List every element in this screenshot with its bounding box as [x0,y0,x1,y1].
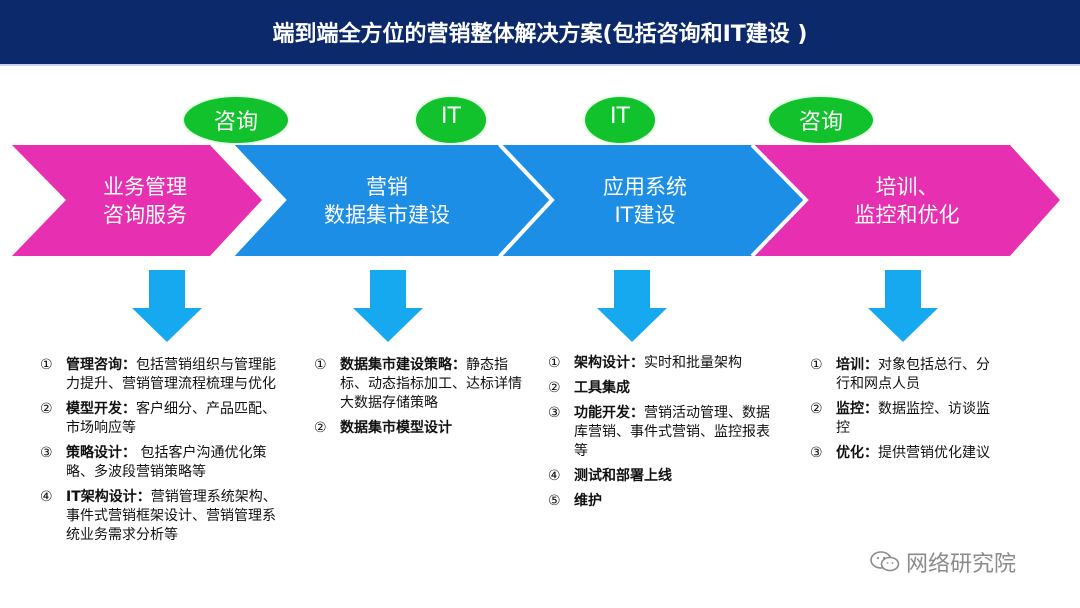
item-heading: 功能开发： [574,405,644,421]
stage-1-line2: 咨询服务 [103,203,187,227]
item-number: ① [810,357,823,373]
stage-chevron-1 [12,145,262,256]
list-item: ② 模型开发：客户细分、产品匹配、市场响应等 [40,400,288,438]
item-number: ③ [810,445,823,461]
list-item: ③ 策略设计： 包括客户沟通优化策略、多波段营销策略等 [40,444,288,482]
item-heading: 管理咨询： [66,357,136,373]
stage-2-line1: 营销 [366,175,408,199]
list-item: ④ IT架构设计：营销管理系统架构、事件式营销框架设计、营销管理系统业务需求分析… [40,488,288,545]
stage-4-line2: 监控和优化 [854,203,960,227]
badge-consult-1-shape [182,95,290,145]
list-item: ③ 功能开发：营销活动管理、数据库营销、事件式营销、监控报表等 [548,404,774,461]
item-text: 静态指标、动态指标加工、达标详情大数据存储策略 [340,357,522,411]
list-item: ① 架构设计：实时和批量架构 [548,354,774,373]
item-text: 包括营销组织与管理能力提升、营销管理流程梳理与优化 [66,357,276,392]
stage-chevron-4 [752,145,1060,256]
list-item: ③ 优化：提供营销优化建议 [810,444,996,463]
badge-it-2-shape [583,95,657,145]
stage-1-line1: 业务管理 [103,175,187,199]
item-text: 数据监控、访谈监控 [836,401,990,436]
stage-chevron-2 [232,145,552,256]
item-number: ① [314,357,327,373]
item-heading: 工具集成 [574,380,630,396]
item-heading: 数据集市模型设计 [340,420,452,436]
item-number: ③ [40,445,53,461]
stage-3-line2: IT建设 [614,203,676,227]
item-heading: IT架构设计： [66,489,151,505]
column-1-list: ① 管理咨询：包括营销组织与管理能力提升、营销管理流程梳理与优化 ② 模型开发：… [40,356,288,551]
item-heading: 模型开发： [66,401,136,417]
column-4-list: ① 培训：对象包括总行、分行和网点人员 ② 监控：数据监控、访谈监控 ③ 优化：… [810,356,996,469]
wechat-icon [870,551,900,572]
item-text: 对象包括总行、分行和网点人员 [836,357,990,392]
watermark: 网络研究院 [870,546,1016,578]
watermark-text: 网络研究院 [906,552,1017,577]
stage-3-line1: 应用系统 [603,175,687,199]
down-arrow-3 [597,270,667,342]
item-number: ② [548,380,561,396]
down-arrow-2 [353,270,423,342]
column-3-list: ① 架构设计：实时和批量架构 ② 工具集成 ③ 功能开发：营销活动管理、数据库营… [548,354,774,517]
item-text: 包括客户沟通优化策略、多波段营销策略等 [66,445,267,480]
item-text: 提供营销优化建议 [878,445,990,461]
item-text: 实时和批量架构 [644,355,742,371]
item-text: 营销活动管理、数据库营销、事件式营销、监控报表等 [574,405,770,459]
stage-2-label: 营销 数据集市建设 [292,173,482,229]
item-number: ④ [548,468,561,484]
badge-it-1-shape [414,95,488,145]
stage-2-line2: 数据集市建设 [324,203,450,227]
list-item: ① 培训：对象包括总行、分行和网点人员 [810,356,996,394]
list-item: ② 工具集成 [548,379,774,398]
item-heading: 优化： [836,445,878,461]
list-item: ② 数据集市模型设计 [314,419,524,438]
item-heading: 维护 [574,493,602,509]
badge-consult-2-shape [767,95,875,145]
item-number: ④ [40,489,53,505]
separator-2 [498,143,555,258]
item-number: ③ [548,405,561,421]
item-heading: 数据集市建设策略： [340,357,466,373]
stage-4-label: 培训、 监控和优化 [822,173,992,229]
column-2-list: ① 数据集市建设策略：静态指标、动态指标加工、达标详情大数据存储策略 ② 数据集… [314,356,524,444]
page-title: 端到端全方位的营销整体解决方案(包括咨询和IT建设 ) [272,22,808,47]
item-number: ⑤ [548,493,561,509]
stage-4-line1: 培训、 [875,175,939,199]
list-item: ② 监控：数据监控、访谈监控 [810,400,996,438]
header-bar: 端到端全方位的营销整体解决方案(包括咨询和IT建设 ) [0,0,1080,64]
stage-3-label: 应用系统 IT建设 [560,173,730,229]
stage-chevron-3 [500,145,806,256]
item-number: ② [40,401,53,417]
item-number: ① [40,357,53,373]
stage-1-label: 业务管理 咨询服务 [70,173,220,229]
item-number: ② [810,401,823,417]
item-heading: 测试和部署上线 [574,468,672,484]
list-item: ⑤ 维护 [548,492,774,511]
item-number: ① [548,355,561,371]
down-arrow-1 [132,270,202,342]
item-text: 客户细分、产品匹配、市场响应等 [66,401,276,436]
item-number: ② [314,420,327,436]
list-item: ① 管理咨询：包括营销组织与管理能力提升、营销管理流程梳理与优化 [40,356,288,394]
separator-1 [230,143,287,258]
badge-consult-2: 咨询 [798,110,843,135]
list-item: ④ 测试和部署上线 [548,467,774,486]
badge-it-2: IT [610,104,630,129]
item-text: 营销管理系统架构、事件式营销框架设计、营销管理系统业务需求分析等 [66,489,277,543]
badge-it-1: IT [441,104,461,129]
badge-consult-1: 咨询 [213,110,258,135]
separator-3 [750,143,809,258]
header-divider [0,64,1080,66]
item-heading: 架构设计： [574,355,644,371]
item-heading: 监控： [836,401,878,417]
item-heading: 培训： [836,357,878,373]
list-item: ① 数据集市建设策略：静态指标、动态指标加工、达标详情大数据存储策略 [314,356,524,413]
down-arrow-4 [868,270,938,342]
item-heading: 策略设计： [66,445,136,461]
